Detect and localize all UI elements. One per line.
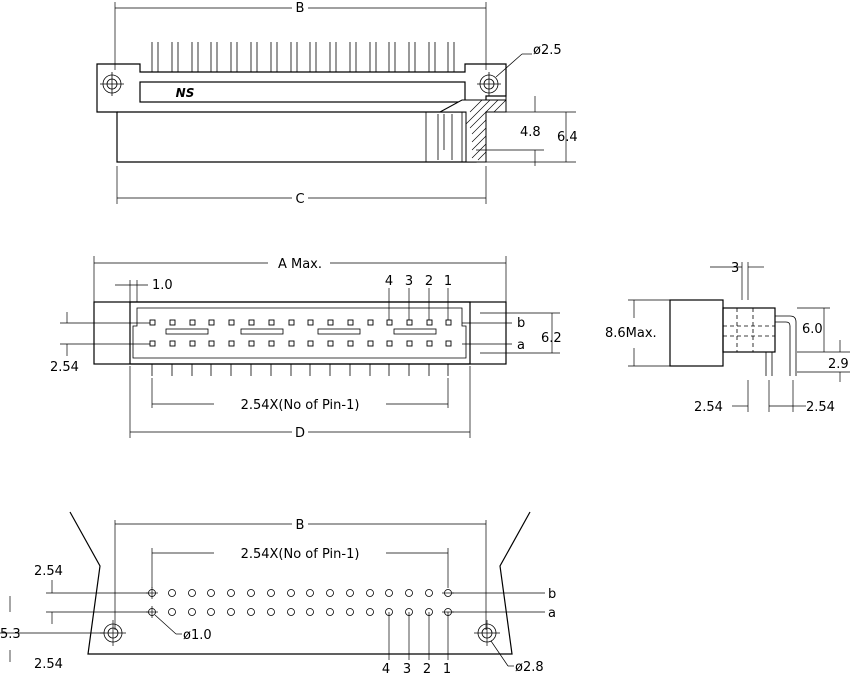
dim-b-label: B: [296, 1, 305, 16]
pin-number-1: 1: [444, 274, 452, 289]
pin-number-bottom-2: 2: [423, 662, 431, 676]
dim-2-54-side-right-label: 2.54: [806, 400, 835, 415]
front-body: [93, 301, 507, 365]
dim-b-bottom-label: B: [296, 518, 305, 533]
contact-cavity: [425, 111, 463, 163]
pin-number-3: 3: [405, 274, 413, 289]
pin-number-bottom-4: 4: [382, 662, 390, 676]
pin-tails: [151, 364, 449, 376]
dim-6-0-label: 6.0: [802, 322, 823, 337]
pin-number-4: 4: [385, 274, 393, 289]
dim-6-2-label: 6.2: [541, 331, 562, 346]
dim-d-label: D: [295, 426, 305, 441]
dim-3-label: 3: [731, 261, 739, 276]
dim-2-54-side-left-label: 2.54: [694, 400, 723, 415]
dim-c-label: C: [295, 192, 304, 207]
board-outline: [69, 511, 531, 655]
hole-dia-pin-label: ø1.0: [183, 628, 212, 643]
pitch-formula-label: 2.54X(No of Pin-1): [241, 398, 360, 413]
leader: [495, 53, 523, 78]
dim-2-54-bottom-label: 2.54: [34, 657, 63, 672]
hole-dia-mount-label: ø2.8: [515, 660, 544, 675]
top-view: B NS: [96, 0, 578, 207]
footprint-view: B 2.54X(No of Pin-1): [0, 511, 556, 676]
holes-row-b: [148, 589, 452, 597]
dim-2-54-bottom-top-label: 2.54: [34, 564, 63, 579]
dim-4-8-label: 4.8: [520, 125, 541, 140]
dim-6-4-label: 6.4: [557, 130, 578, 145]
ns-logo: NS: [176, 86, 195, 100]
dim-5-3-label: 5.3: [0, 627, 21, 642]
hatch-lines: [465, 99, 507, 161]
pin-number-bottom-3: 3: [403, 662, 411, 676]
dim-2-54-left-label: 2.54: [50, 360, 79, 375]
label-mask: [292, 0, 308, 16]
flange-body: [96, 63, 507, 163]
hole-dia-top-label: ø2.5: [533, 43, 562, 58]
row-b-bottom-label: b: [548, 587, 556, 602]
dim-2-9-label: 2.9: [828, 357, 849, 372]
pin-number-2: 2: [425, 274, 433, 289]
side-view: 3 8.6Max. 6.0 2.9 2.54: [605, 261, 850, 415]
socket-opening: [132, 307, 467, 359]
dim-1-0-label: 1.0: [152, 278, 173, 293]
contact-rows: [149, 319, 452, 347]
holes-row-a: [148, 608, 452, 616]
top-pins: [151, 42, 455, 72]
section-cut: [439, 96, 507, 163]
row-a-bottom-label: a: [548, 606, 556, 621]
row-b-label: b: [517, 316, 525, 331]
pitch-formula-bottom-label: 2.54X(No of Pin-1): [241, 547, 360, 562]
label-strip: [139, 81, 466, 103]
side-body: [669, 299, 724, 367]
dim-8-6-max-label: 8.6Max.: [605, 326, 657, 341]
row-a-label: a: [517, 338, 525, 353]
dim-a-label: A Max.: [278, 257, 322, 272]
pin-number-bottom-1: 1: [443, 662, 451, 676]
front-view: A Max. 1.0: [50, 255, 562, 441]
